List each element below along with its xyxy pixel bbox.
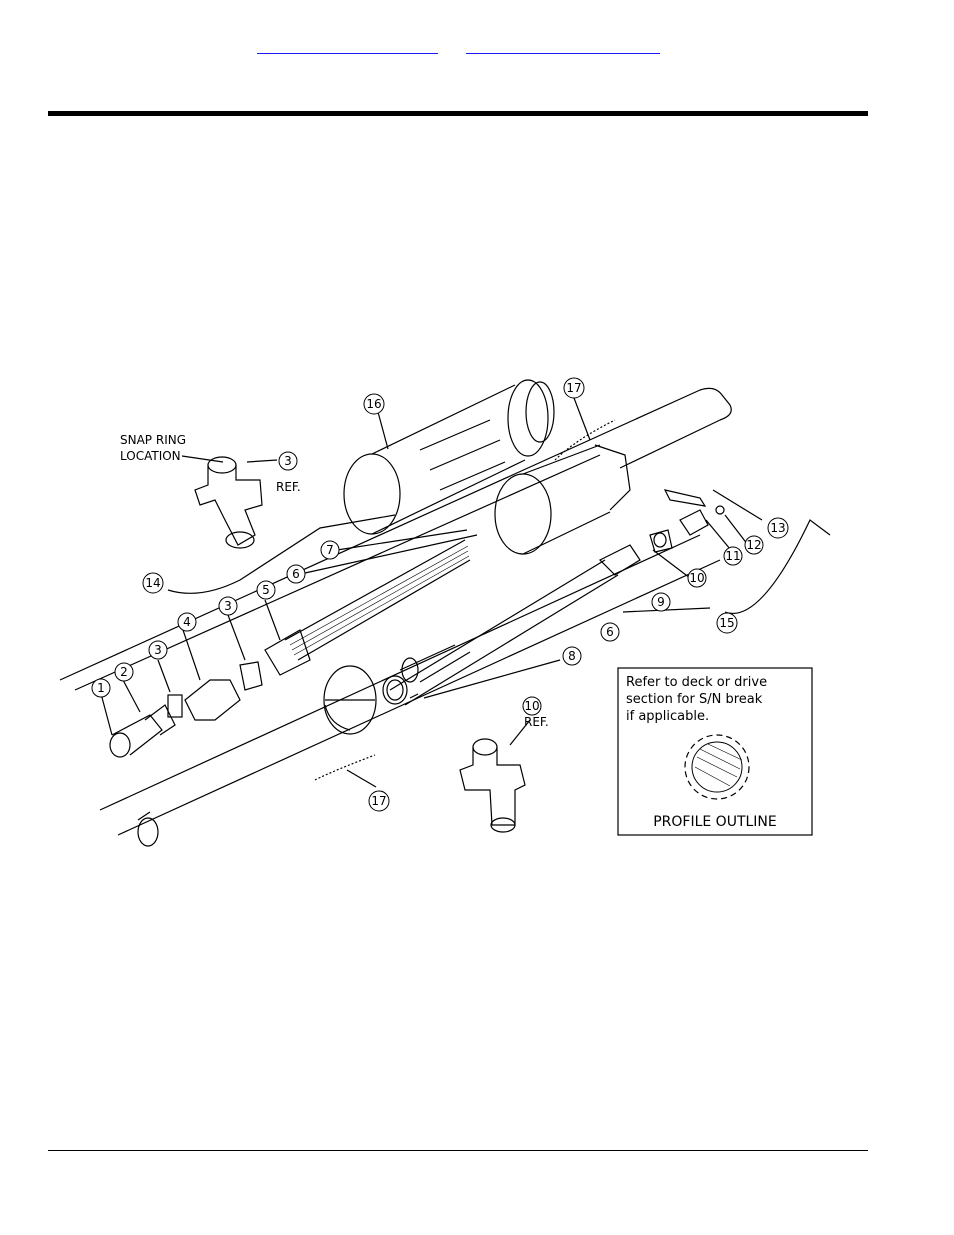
callout-10b: 10 xyxy=(524,699,539,713)
callout-5: 5 xyxy=(262,583,270,597)
callout-11: 11 xyxy=(725,549,740,563)
ref-label-bottom: REF. xyxy=(524,715,549,729)
callout-13: 13 xyxy=(770,521,785,535)
callout-12: 12 xyxy=(746,538,761,552)
diagram-svg: 1 2 3 3 3 4 5 6 6 7 8 9 10 10 11 12 13 1… xyxy=(59,377,831,847)
callout-1: 1 xyxy=(97,681,105,695)
header-link-right[interactable] xyxy=(466,41,660,54)
callout-17a: 17 xyxy=(566,381,581,395)
snap-ring-label-line1: SNAP RING xyxy=(120,433,186,447)
callout-7: 7 xyxy=(326,543,334,557)
spline-profile-icon xyxy=(684,734,750,800)
callout-4: 4 xyxy=(183,615,191,629)
callout-6b: 6 xyxy=(606,625,614,639)
ref-label-top: REF. xyxy=(276,480,301,494)
callout-14: 14 xyxy=(145,576,160,590)
callout-16: 16 xyxy=(366,397,381,411)
callout-3b: 3 xyxy=(224,599,232,613)
note-line-1: Refer to deck or drive xyxy=(626,675,767,690)
note-box xyxy=(617,667,813,836)
footer-rule xyxy=(48,1150,868,1151)
note-line-3: if applicable. xyxy=(626,709,709,724)
callout-15: 15 xyxy=(719,616,734,630)
snap-ring-label-line2: LOCATION xyxy=(120,449,181,463)
profile-outline-label: PROFILE OUTLINE xyxy=(653,814,777,830)
callout-10a: 10 xyxy=(689,571,704,585)
callout-6a: 6 xyxy=(292,567,300,581)
note-line-2: section for S/N break xyxy=(626,692,763,707)
header-link-left[interactable] xyxy=(257,41,438,54)
callout-2: 2 xyxy=(120,665,128,679)
pto-driveline-exploded-diagram: 1 2 3 3 3 4 5 6 6 7 8 9 10 10 11 12 13 1… xyxy=(48,365,832,855)
header-rule xyxy=(48,111,868,116)
callout-17b: 17 xyxy=(371,794,386,808)
callout-9: 9 xyxy=(657,595,665,609)
callout-3a: 3 xyxy=(154,643,162,657)
callout-8: 8 xyxy=(568,649,576,663)
callout-3c: 3 xyxy=(284,454,292,468)
